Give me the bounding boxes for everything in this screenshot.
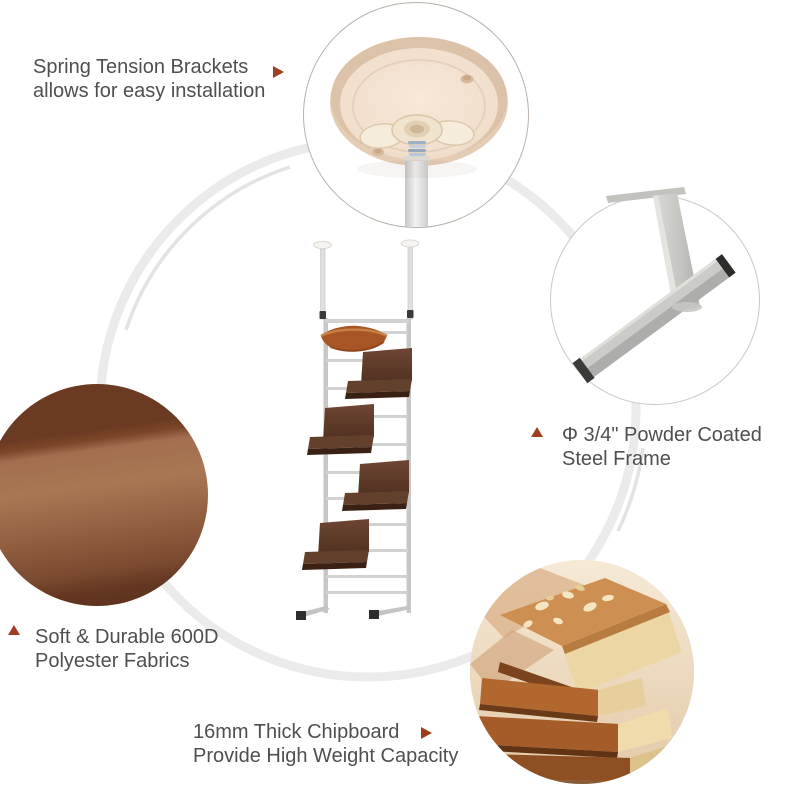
frame-top-bar <box>606 187 686 203</box>
callout-steel-frame: Φ 3/4" Powder Coated Steel Frame <box>562 423 762 471</box>
tension-poles <box>313 239 420 320</box>
frame-base-bar <box>572 254 736 384</box>
ceiling-bracket-photo <box>303 2 529 228</box>
ring-accent-arc-right <box>616 447 645 532</box>
pole-clamp-2 <box>407 310 414 318</box>
ceiling-disc <box>313 241 332 249</box>
hammock <box>320 325 388 352</box>
product-image <box>296 239 420 620</box>
feet <box>296 606 411 620</box>
triangle-right-icon <box>273 66 284 78</box>
fabric-swatch-photo <box>0 384 208 606</box>
triangle-right-icon <box>421 727 432 739</box>
callout-spring-line1: Spring Tension Brackets <box>33 56 249 78</box>
callout-chipboard-line2: Provide High Weight Capacity <box>193 745 459 767</box>
chipboard-photo <box>470 560 694 784</box>
platform-1 <box>345 348 412 399</box>
chipboard-art <box>470 560 694 784</box>
pole-clamp <box>319 311 326 319</box>
callout-chipboard-line1: 16mm Thick Chipboard <box>193 721 400 743</box>
wood-shavings <box>523 591 614 628</box>
wood-shavings-2 <box>546 585 585 601</box>
pole <box>405 161 428 227</box>
platform-4 <box>302 519 369 570</box>
ceiling-bracket-art <box>330 37 508 227</box>
plate-hole-inner <box>463 75 471 81</box>
callout-fabric-line2: Polyester Fabrics <box>35 650 190 672</box>
callout-fabric: Soft & Durable 600D Polyester Fabrics <box>35 625 218 673</box>
callout-spring-line2: allows for easy installation <box>33 80 266 102</box>
platform-2 <box>307 404 374 455</box>
plate-hole-2-inner <box>374 148 382 154</box>
triangle-up-icon <box>8 625 20 635</box>
callout-fabric-line1: Soft & Durable 600D <box>35 626 219 648</box>
callout-chipboard: 16mm Thick Chipboard Provide High Weight… <box>193 720 458 768</box>
triangle-up-icon <box>531 427 543 437</box>
spring <box>408 141 426 156</box>
ring-accent-arc-left <box>124 165 291 331</box>
platform-3 <box>342 460 409 511</box>
base-end-cap <box>572 357 595 384</box>
foot-cap-2 <box>369 610 379 619</box>
frame-post-highlight <box>653 195 680 311</box>
weld-joint <box>672 302 702 312</box>
plate-shadow <box>357 160 477 178</box>
callout-steel-line1: Φ 3/4" Powder Coated <box>562 424 762 446</box>
ceiling-disc-2 <box>400 239 420 248</box>
foot-cap <box>296 611 306 620</box>
steel-frame-photo <box>550 187 760 405</box>
callout-steel-line2: Steel Frame <box>562 448 671 470</box>
callout-spring-brackets: Spring Tension Brackets allows for easy … <box>33 55 265 103</box>
steel-frame-art <box>572 187 736 384</box>
base-end-cap-2 <box>715 254 736 278</box>
